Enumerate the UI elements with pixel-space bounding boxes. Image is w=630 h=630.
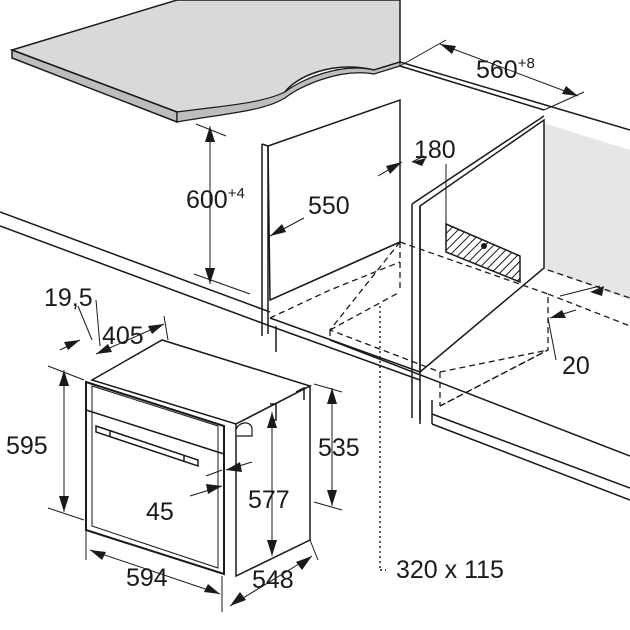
label-vent-depth: 180: [414, 136, 456, 164]
floor-line-left-2: [0, 225, 271, 327]
label-oven-height: 535: [318, 434, 360, 462]
ext-body-depth: [163, 315, 169, 341]
arrow-body-width-left: [230, 592, 246, 606]
arrow-niche-depth: [270, 224, 286, 236]
wall-top-line-2: [399, 65, 545, 111]
countertop-top: [9, 0, 401, 113]
label-niche-depth: 550: [308, 192, 350, 220]
ext-door-offset: [205, 469, 223, 477]
oven-control-knob: [235, 422, 253, 437]
arrow-vent-right: [412, 158, 426, 166]
label-front-height: 595: [6, 432, 48, 460]
arrow-panel-thickness: [64, 340, 80, 350]
oven-back-tab: [295, 386, 305, 400]
arrow-body-depth-left: [96, 344, 112, 354]
label-body-width: 548: [252, 566, 294, 594]
left-panel-top: [261, 143, 269, 147]
niche-floor-back: [269, 241, 401, 301]
arrow-vent-left: [386, 162, 402, 174]
oven-handle: [95, 424, 199, 468]
oven-front-frame: [91, 385, 219, 569]
arrow-niche-height-top: [205, 126, 215, 142]
arrow-body-width-right: [296, 556, 312, 570]
label-front-gap: 20: [562, 352, 590, 380]
oven-door-top-line: [85, 409, 225, 455]
ext-body-width: [309, 539, 319, 561]
arrow-oven-height-bottom: [327, 490, 337, 506]
floor-line-left: [0, 211, 271, 313]
ext-niche-width-left: [399, 39, 447, 67]
arrow-niche-width-right: [562, 86, 578, 96]
niche-inner-dashed: [328, 241, 630, 407]
label-niche-height: 600+4: [186, 185, 245, 214]
arrow-front-gap-bottom: [550, 310, 566, 318]
label-panel-thickness: 19,5: [44, 284, 93, 312]
arrow-front-height-bottom: [59, 496, 69, 512]
floor-line-right: [431, 413, 630, 489]
arrow-body-depth-right: [148, 324, 164, 334]
back-wall-right: [540, 122, 630, 300]
niche-floor-front-2: [269, 325, 421, 381]
ext-front-height-top: [47, 365, 85, 381]
ext-panel-thickness-right: [95, 299, 101, 347]
arrow-body-height-bottom: [267, 540, 277, 556]
dim-line-vent-right: [411, 155, 425, 163]
label-niche-width: 560+8: [476, 55, 535, 84]
niche-floor-front: [269, 317, 421, 373]
label-vent-opening: 320 x 115: [396, 556, 504, 584]
arrow-body-height-top: [267, 412, 277, 428]
ext-front-height-bottom: [47, 507, 85, 521]
arrow-front-width-right: [204, 584, 220, 594]
arrow-door-offset-bottom: [206, 484, 222, 494]
floor-line-right-2: [431, 423, 630, 501]
ext-front-gap: [547, 317, 557, 361]
arrow-front-width-left: [90, 550, 106, 560]
dim-line-front-width: [89, 549, 221, 595]
arrow-door-offset-top: [226, 462, 242, 472]
oven-front: [85, 380, 225, 576]
niche-floor-dashed: [269, 261, 549, 407]
arrow-niche-width-left: [440, 44, 456, 54]
right-panel-top: [411, 115, 545, 205]
ext-niche-height-bottom: [193, 273, 251, 295]
vent-opening: [445, 222, 521, 284]
wall-top-line: [399, 61, 630, 131]
arrow-niche-height-bottom: [205, 268, 215, 284]
arrow-front-height-top: [59, 370, 69, 386]
dim-line-front-gap-top: [559, 285, 601, 297]
ext-oven-height-top: [313, 383, 343, 393]
dim-line-niche-width: [439, 43, 579, 97]
ext-niche-width-right: [543, 91, 585, 111]
label-front-width: 594: [126, 564, 168, 592]
floor-line-mid: [329, 339, 630, 457]
label-body-depth: 405: [102, 322, 144, 350]
ext-oven-height-bottom: [313, 501, 343, 511]
label-body-height: 577: [248, 486, 290, 514]
arrow-oven-height-top: [327, 388, 337, 404]
label-door-offset: 45: [146, 498, 174, 526]
vent-center-dot: [481, 243, 487, 249]
arrow-front-gap-top: [590, 286, 604, 296]
ext-panel-thickness-left: [77, 305, 93, 341]
